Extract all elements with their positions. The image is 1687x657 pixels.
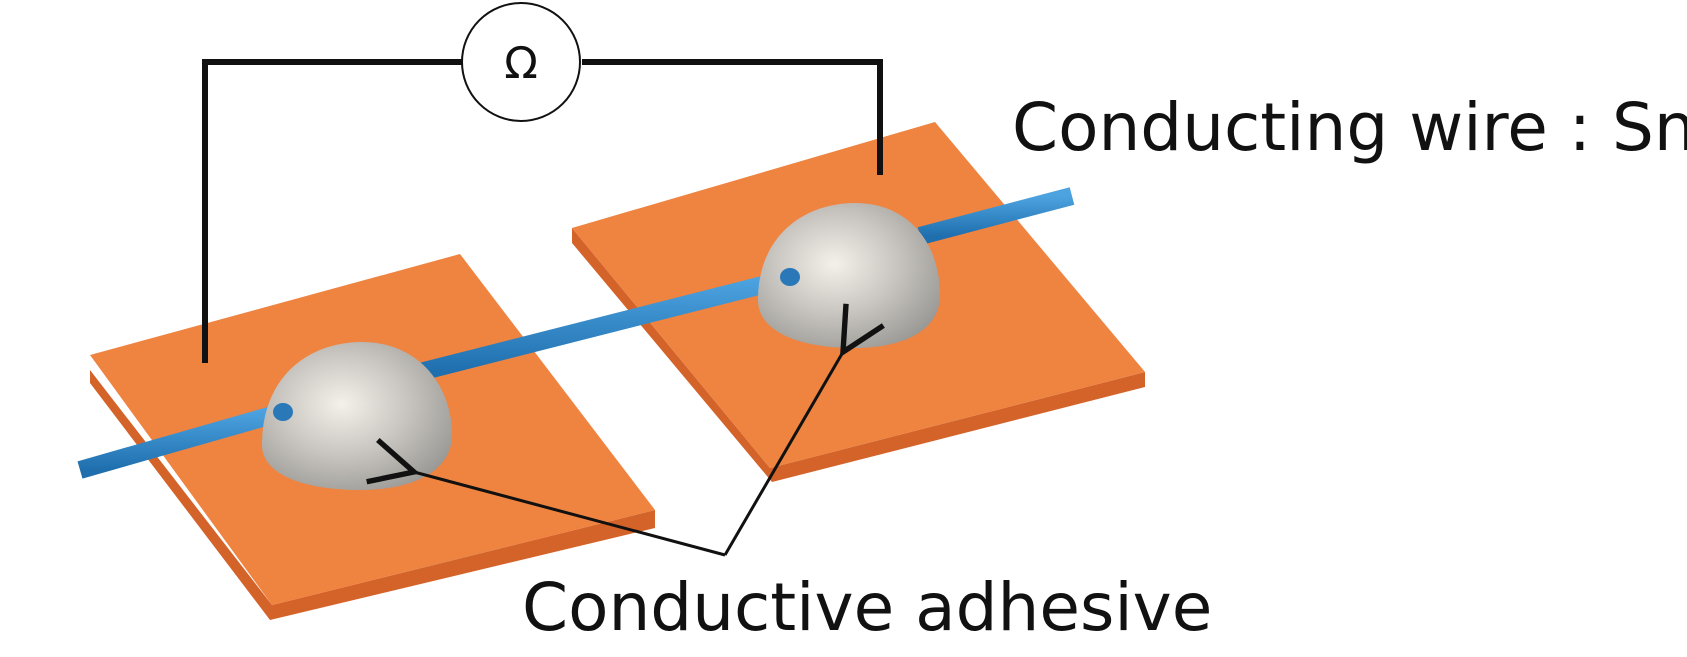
ohmmeter-circuit: Ω <box>202 2 883 363</box>
right-lead <box>582 59 883 175</box>
wire-segment-right <box>917 187 1075 245</box>
left-pad-side <box>90 370 655 620</box>
ohm-symbol: Ω <box>504 38 538 89</box>
adhesive-blob-right <box>758 203 940 348</box>
left-lead <box>202 59 462 363</box>
wire-segment-middle <box>411 269 799 381</box>
wire-segment-left <box>77 401 293 479</box>
conductive-adhesive-label: Conductive adhesive <box>522 569 1212 646</box>
conducting-wire <box>77 187 1075 479</box>
right-pad-side <box>572 228 1145 482</box>
conducting-wire-label: Conducting wire : Sn <box>1012 89 1687 166</box>
ohmmeter <box>461 2 581 122</box>
adhesive-pointer <box>414 352 843 557</box>
